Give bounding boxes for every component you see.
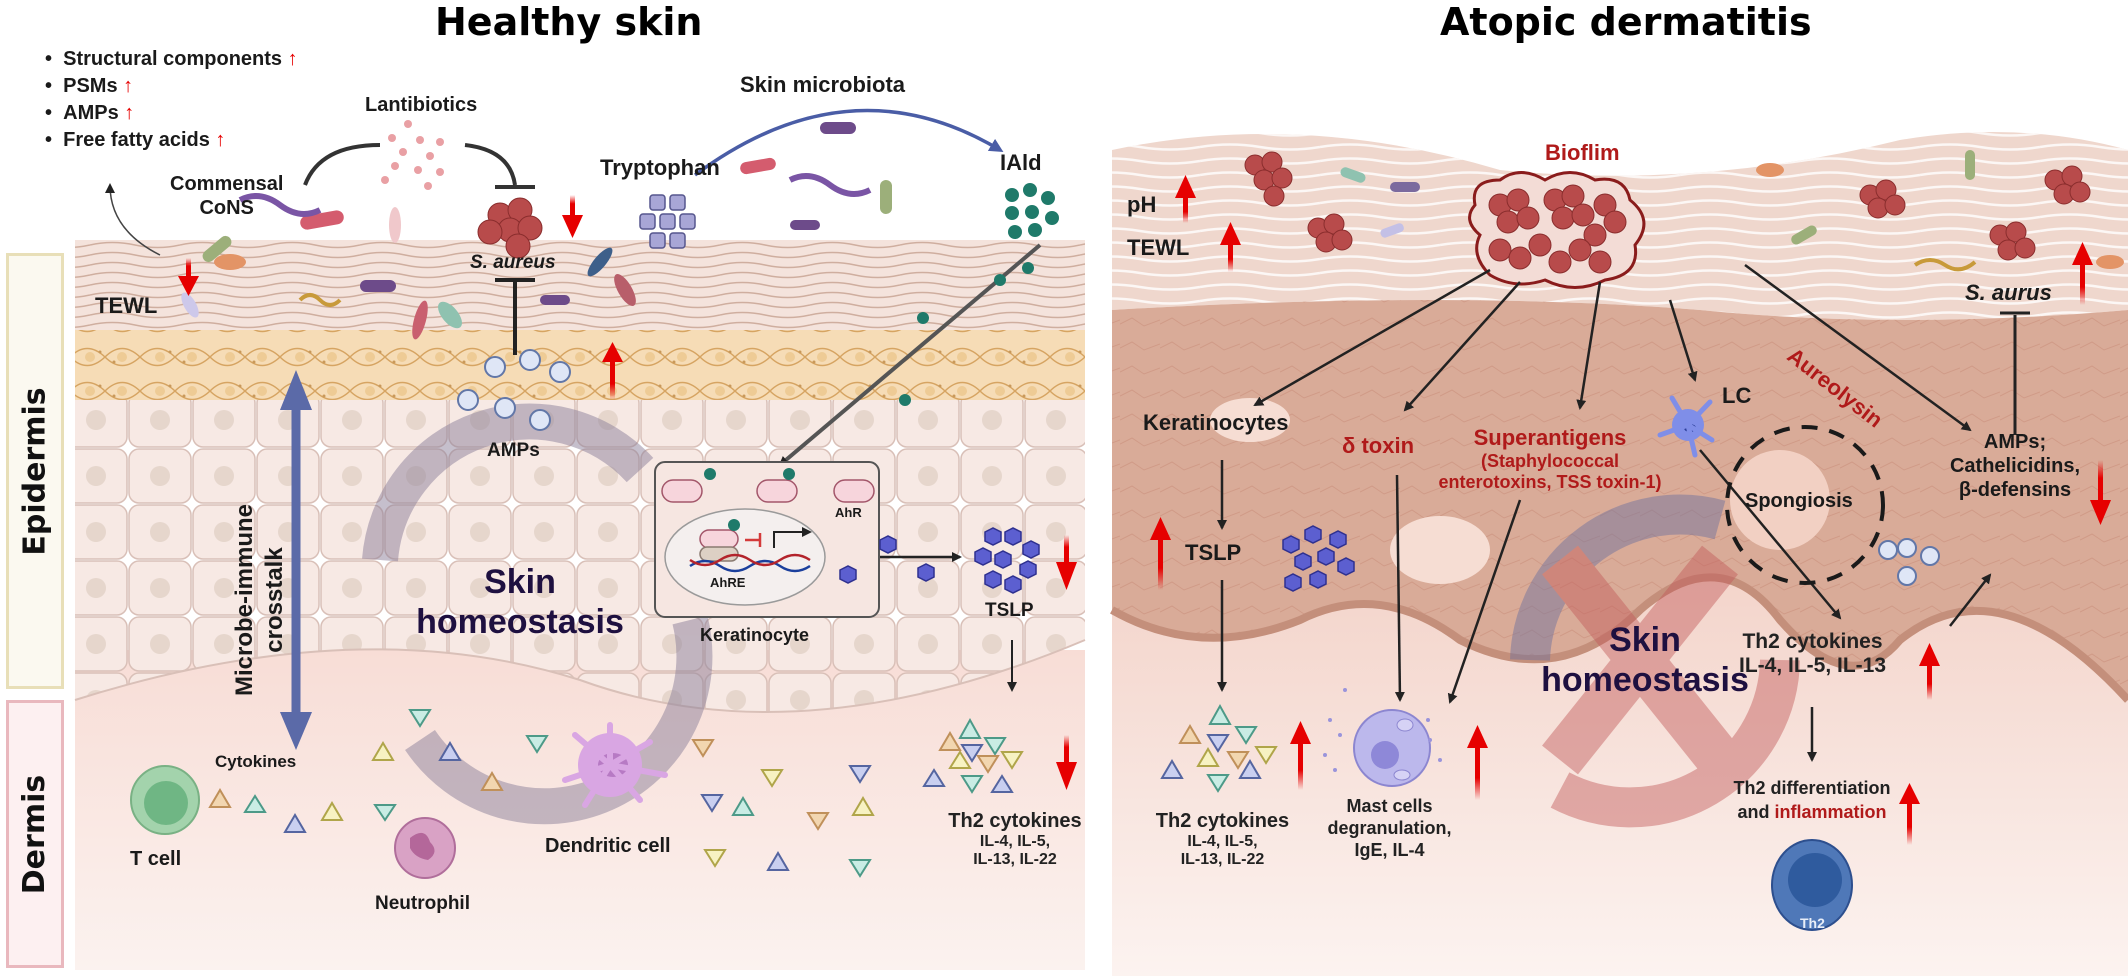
skin-microbiota-label: Skin microbiota (740, 72, 906, 97)
lantibiotics-arc (303, 143, 381, 186)
lantibiotics-inhibit-arc (464, 143, 517, 186)
amps-label-left: AMPs (487, 440, 540, 461)
mast-cells-label: Mast cells degranulation, IgE, IL-4 (1327, 796, 1452, 860)
neutrophil-left (394, 817, 456, 879)
langerhans-cell (1657, 395, 1715, 458)
keratinocytes-label: Keratinocytes (1143, 410, 1289, 435)
ahre-label: AhRE (710, 575, 746, 590)
amps-rings-right (1878, 538, 1940, 586)
trend-arrows-left (178, 195, 1077, 790)
bullet-item: • PSMs ↑ (45, 75, 134, 97)
bullet-item: • Free fatty acids ↑ (45, 129, 226, 151)
th2-cytokines-label-right-left: Th2 cytokines IL-4, IL-5, IL-13, IL-22 (1155, 810, 1290, 868)
keratinocyte-label: Keratinocyte (700, 625, 810, 645)
crosstalk-double-arrow (280, 370, 312, 750)
tryptophan-label: Tryptophan (600, 155, 720, 180)
neutrophil-label: Neutrophil (375, 893, 470, 914)
dendritic-cell-label: Dendritic cell (545, 835, 671, 857)
commensal-cons-label: Commensal CoNS (170, 173, 284, 219)
tewl-label-right: TEWL (1127, 235, 1190, 260)
biofilm-cluster (1468, 171, 1646, 289)
tslp-label-right: TSLP (1185, 540, 1242, 565)
ahr-label: AhR (835, 505, 862, 520)
bullet-item: • Structural components ↑ (45, 48, 298, 70)
amps-cathelicidins-label: AMPs; Cathelicidins, β-defensins (1949, 431, 2081, 501)
up-arrow-icon: ↑ (124, 102, 135, 124)
broken-homeostasis-cycle (1510, 494, 1800, 828)
skin-homeostasis-label-right: Skin homeostasis (1541, 621, 1749, 699)
up-arrow-icon: ↑ (287, 48, 298, 70)
th2-cell (1771, 839, 1853, 931)
tslp-label-left: TSLP (985, 600, 1034, 621)
th2-differentiation-label: Th2 differentiation and inflammation (1733, 778, 1891, 822)
up-arrow-icon: ↑ (123, 75, 134, 97)
healthy-skin-bullet-list: • Structural components ↑ • PSMs ↑ • AMP… (45, 46, 298, 154)
biofilm-label: Bioflim (1545, 140, 1620, 165)
epidermis-tab: Epidermis (6, 253, 64, 689)
iald-label: IAld (1000, 150, 1042, 175)
s-aureus-clusters-right (1244, 151, 2091, 261)
lantibiotics-dots (381, 120, 444, 190)
spongiosis-label: Spongiosis (1745, 490, 1853, 512)
microbes-right (1340, 150, 2124, 272)
up-arrow-icon: ↑ (215, 129, 226, 151)
amps-rings-left (457, 349, 571, 431)
dendritic-cell-left (562, 722, 668, 808)
tslp-hexagons-left (839, 527, 1040, 594)
mast-cell (1323, 688, 1442, 787)
delta-toxin-label: δ toxin (1342, 433, 1415, 458)
t-cell-label: T cell (130, 848, 182, 870)
healthy-skin-panel (74, 240, 1086, 970)
cytokines-right-cluster (1160, 703, 1278, 793)
microbes-left (181, 122, 892, 340)
epidermis-label: Epidermis (17, 386, 53, 556)
bullet-item: • AMPs ↑ (45, 102, 135, 124)
dermis-tab: Dermis (6, 700, 64, 968)
th2-cytokines-label-right: Th2 cytokines IL-4, IL-5, IL-13 (1738, 630, 1887, 677)
dermis-label: Dermis (17, 774, 53, 894)
atopic-dermatitis-panel (1110, 132, 2128, 976)
s-aureus-cluster-left (477, 197, 543, 259)
trend-arrows-right (1150, 175, 2111, 845)
tryptophan-blocks (639, 194, 696, 249)
iald-dots (899, 183, 1059, 406)
t-cell-left (130, 765, 200, 835)
th2-cell-label: Th2 (1800, 915, 1825, 931)
s-aureus-label: S. aureus (470, 252, 556, 273)
lc-label: LC (1722, 383, 1752, 408)
tslp-hexagons-right (1282, 525, 1355, 592)
skin-homeostasis-label-left: Skin homeostasis (416, 563, 624, 641)
ph-label: pH (1127, 192, 1157, 217)
tewl-label-left: TEWL (95, 293, 158, 318)
cytokines-left (208, 709, 1024, 878)
pathway-arrows-right (1217, 263, 1992, 762)
th2-cytokines-label-left: Th2 cytokines IL-4, IL-5, IL-13, IL-22 (948, 810, 1082, 868)
healthy-skin-title: Healthy skin (435, 0, 703, 44)
lantibiotics-label: Lantibiotics (365, 94, 478, 116)
spongiosis-circle (1725, 425, 1885, 585)
s-aurus-label: S. aurus (1965, 280, 2052, 305)
superantigens-label: Superantigens (Staphylococcal enterotoxi… (1438, 425, 1662, 492)
crosstalk-label: Microbe-immune crosstalk (231, 503, 288, 697)
inflammation-text: inflammation (1774, 802, 1887, 822)
cytokines-label: Cytokines (215, 752, 297, 771)
atopic-dermatitis-title: Atopic dermatitis (1440, 0, 1812, 44)
